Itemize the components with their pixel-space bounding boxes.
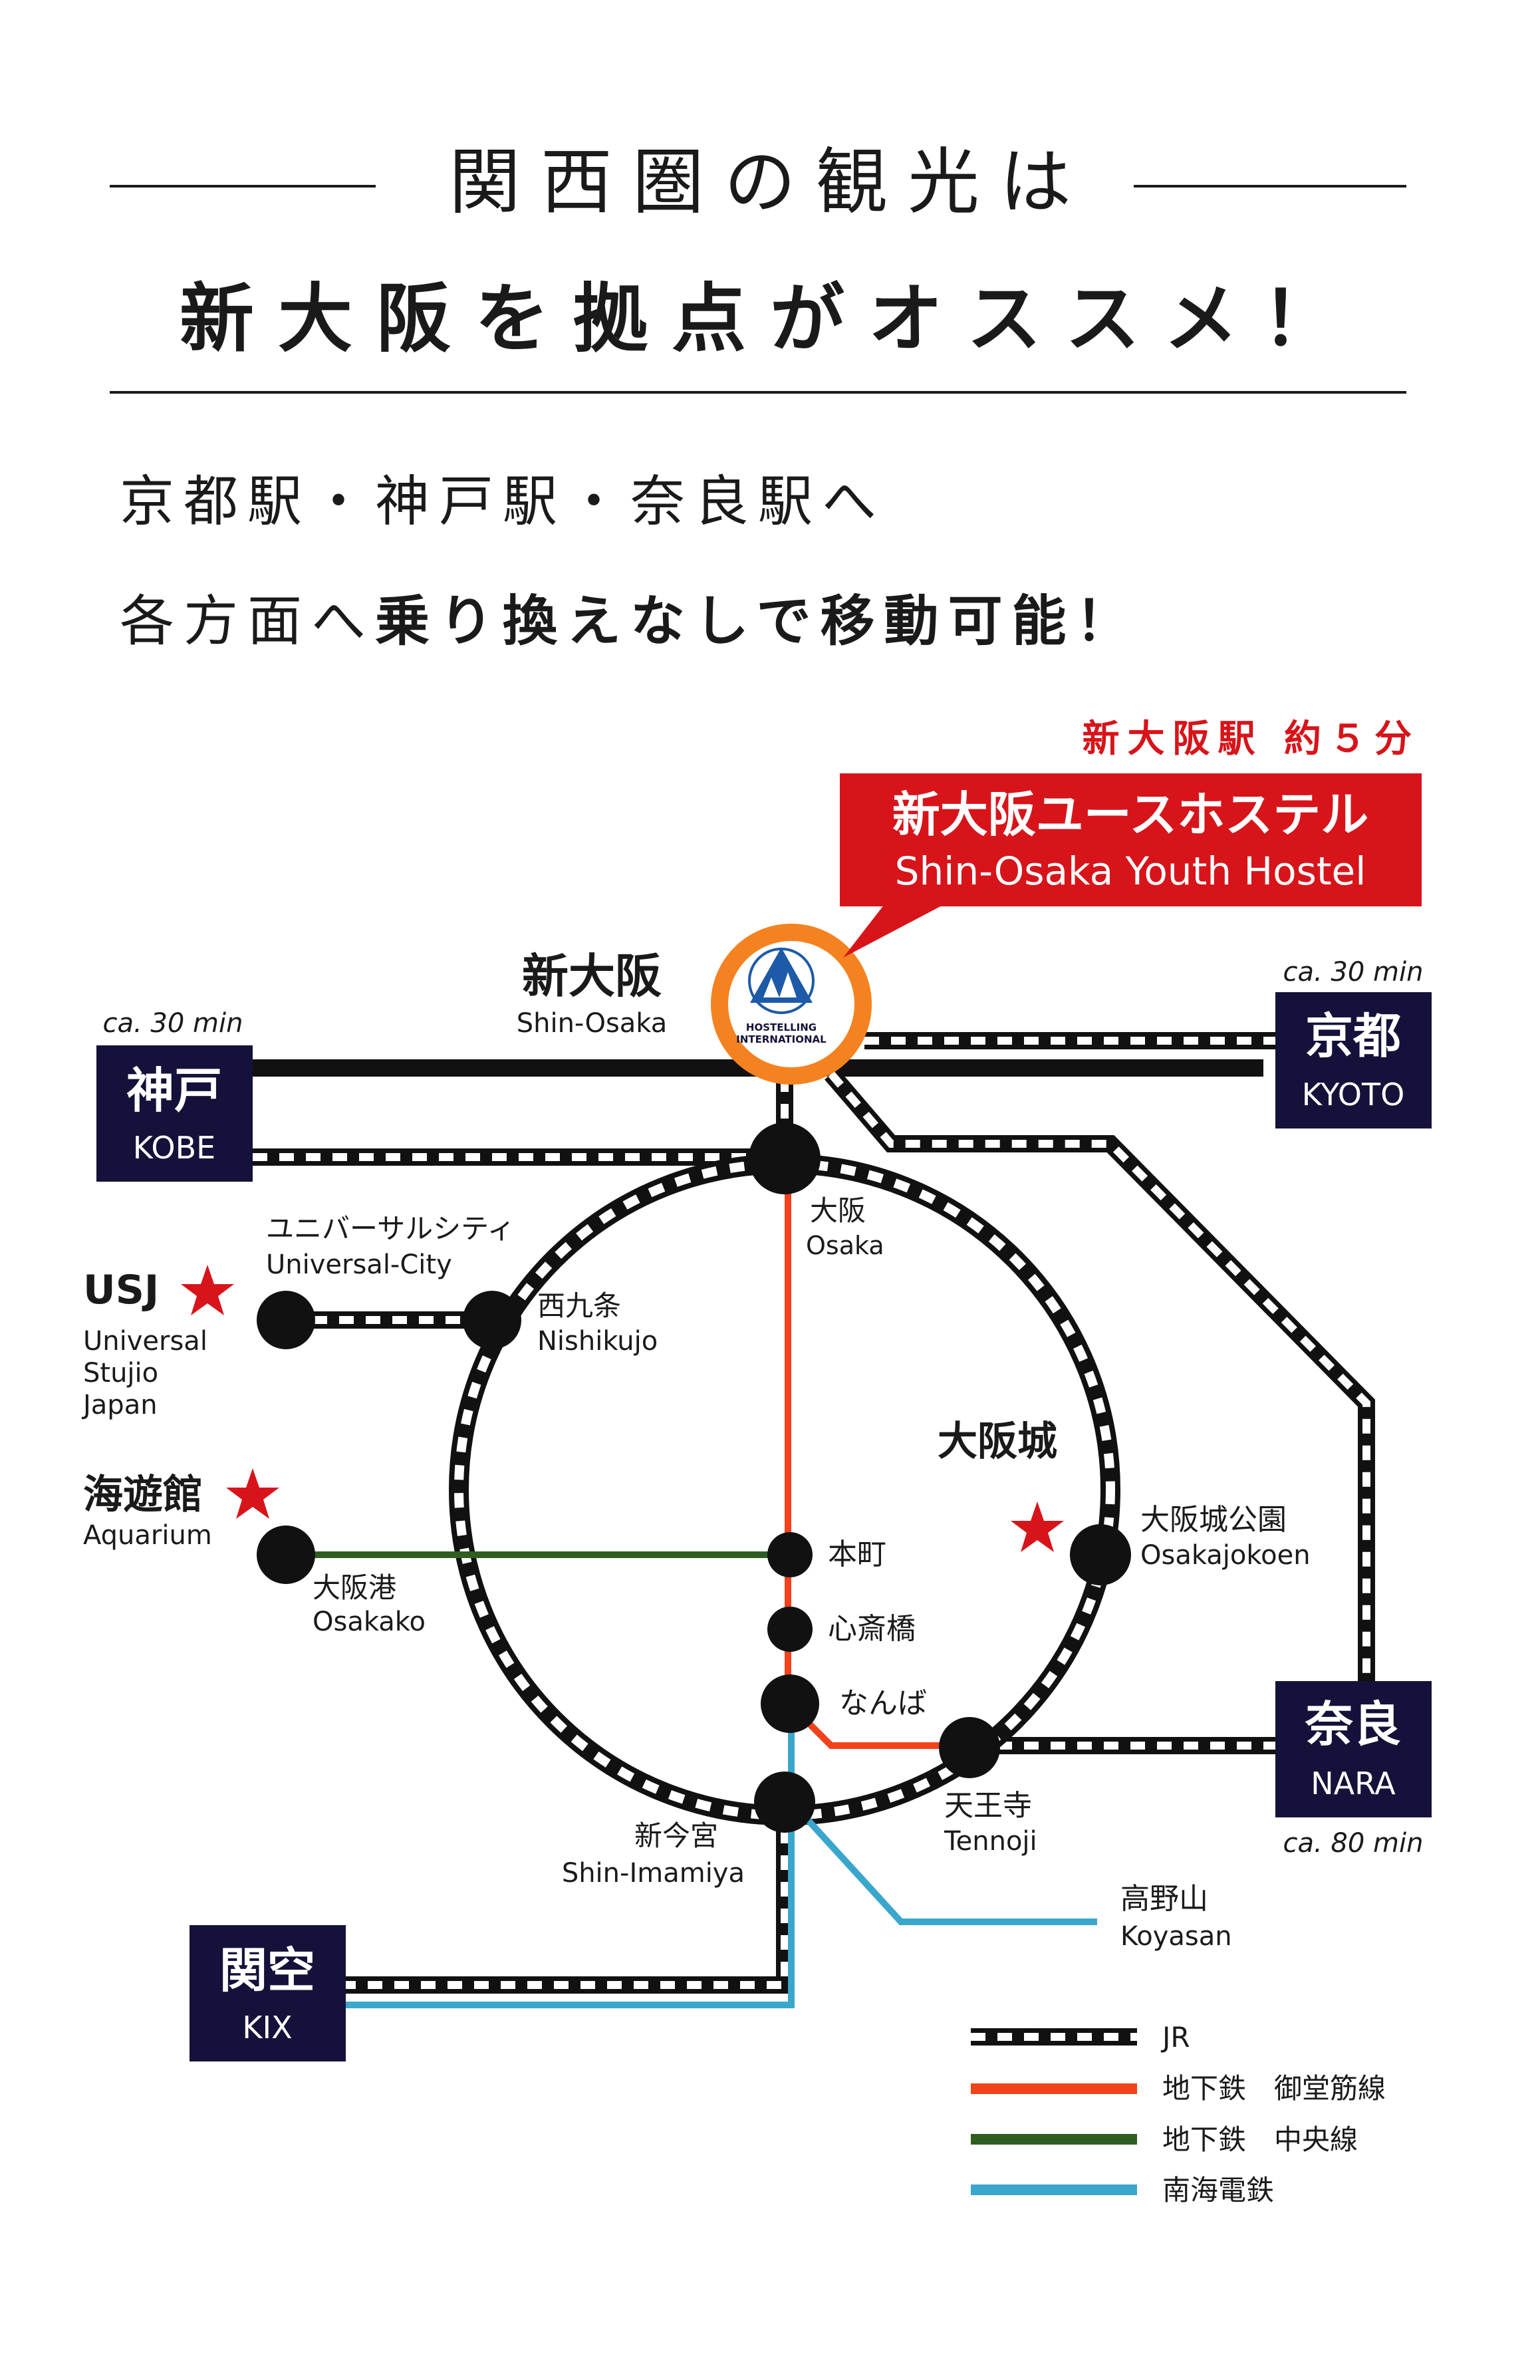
label-koyasan-en: Koyasan [1120, 1921, 1232, 1952]
station-hommachi [767, 1532, 813, 1577]
legend-chuo-label: 地下鉄 中央線 [1162, 2123, 1358, 2156]
station-universal-city [257, 1291, 315, 1349]
legend-midosuji-label: 地下鉄 御堂筋線 [1162, 2072, 1386, 2105]
usj-en1: Universal [83, 1326, 207, 1357]
label-nishikujo-en: Nishikujo [537, 1326, 658, 1357]
label-shin-imamiya-en: Shin-Imamiya [562, 1858, 745, 1889]
city-nara-en: NARA [1311, 1766, 1396, 1801]
header-rule-right [1134, 185, 1406, 188]
callout-pointer [843, 904, 944, 958]
station-shin-imamiya [754, 1772, 815, 1833]
label-universal-city-ja: ユニバーサルシティ [266, 1212, 515, 1245]
city-kobe-ja: 神戸 [126, 1063, 222, 1119]
label-shinsaibashi: 心斎橋 [828, 1612, 916, 1646]
label-osakajokoen-ja: 大阪城公園 [1140, 1503, 1287, 1537]
kyoto-time: ca. 30 min [1283, 957, 1424, 988]
station-namba [761, 1674, 819, 1733]
station-osakako [257, 1525, 315, 1584]
header-rule-bottom [110, 391, 1406, 394]
label-osakako-ja: 大阪港 [313, 1571, 396, 1604]
page-title-line2: 新大阪を拠点がオススメ！ [180, 276, 1360, 362]
callout-box [840, 773, 1422, 906]
label-shin-imamiya-ja: 新今宮 [634, 1819, 718, 1852]
jr-line-nara-dash [828, 1071, 1370, 1689]
label-tennoji-en: Tennoji [944, 1826, 1037, 1857]
hi-logo-text1: HOSTELLING [746, 1021, 817, 1033]
label-osaka-ja: 大阪 [810, 1194, 866, 1227]
city-kix-en: KIX [242, 2010, 292, 2046]
hi-logo-tree-icon [763, 978, 779, 997]
city-box-kyoto [1275, 992, 1432, 1128]
hi-logo-tree2-icon [779, 972, 797, 997]
city-kix-ja: 関空 [219, 1942, 315, 1998]
hi-logo-icon [750, 948, 813, 1003]
city-kyoto-en: KYOTO [1302, 1077, 1405, 1113]
hub-label-ja: 新大阪 [522, 949, 662, 1003]
callout-name-en: Shin-Osaka Youth Hostel [895, 849, 1366, 894]
label-tennoji-ja: 天王寺 [944, 1789, 1032, 1823]
legend-jr-label: JR [1160, 2021, 1190, 2053]
aquarium-star-icon [226, 1468, 279, 1519]
station-tennoji [939, 1717, 1000, 1778]
page-title-line1: 関西圏の観光は [448, 141, 1091, 224]
osaka-castle-star-icon [1011, 1502, 1064, 1552]
attraction-aquarium: 海遊館 [83, 1472, 203, 1518]
hub-label-en: Shin-Osaka [517, 1008, 668, 1039]
city-kobe-en: KOBE [133, 1130, 215, 1166]
aquarium-en: Aquarium [83, 1520, 212, 1551]
subtitle-line2: 各方面へ乗り換えなしで移動可能！ [120, 585, 1140, 658]
label-koyasan-ja: 高野山 [1120, 1882, 1208, 1916]
usj-star-icon [181, 1265, 234, 1315]
subtitle-plain: 各方面へ [120, 590, 376, 653]
label-universal-city-en: Universal-City [266, 1250, 452, 1280]
jr-line-kix [346, 1802, 793, 1994]
nankai-line-koyasan [792, 1803, 1097, 1925]
legend: JR 地下鉄 御堂筋線 地下鉄 中央線 南海電鉄 [971, 2021, 1386, 2206]
attraction-usj: USJ [83, 1267, 159, 1313]
label-osaka-en: Osaka [806, 1231, 884, 1260]
jr-line-kix-dash [346, 1802, 789, 1989]
subtitle-bold: 乗り換えなしで移動可能！ [375, 590, 1140, 653]
nara-time: ca. 80 min [1283, 1828, 1424, 1859]
station-nishikujo [463, 1291, 521, 1349]
station-osaka [749, 1123, 821, 1194]
city-kyoto-ja: 京都 [1305, 1008, 1401, 1064]
subtitle-line1: 京都駅・神戸駅・奈良駅へ [120, 470, 886, 533]
nankai-line-kix [346, 1702, 795, 2008]
station-osakajokoen [1070, 1524, 1131, 1585]
station-shinsaibashi [767, 1607, 813, 1652]
label-osakajokoen-en: Osakajokoen [1140, 1540, 1311, 1571]
hi-logo-text2: INTERNATIONAL [736, 1033, 827, 1045]
usj-en3: Japan [81, 1390, 158, 1420]
callout-time: 新大阪駅 約５分 [1083, 718, 1420, 761]
header-rule-left [110, 185, 376, 188]
usj-en2: Stujio [83, 1358, 158, 1388]
callout-name-ja: 新大阪ユースホステル [892, 787, 1368, 843]
label-hommachi: 本町 [828, 1537, 886, 1571]
city-nara-ja: 奈良 [1305, 1696, 1401, 1752]
label-nishikujo-ja: 西九条 [537, 1289, 621, 1322]
label-osakako-en: Osakako [313, 1607, 426, 1637]
label-namba: なんば [839, 1686, 927, 1720]
city-box-nara [1275, 1681, 1432, 1817]
city-box-kobe [96, 1045, 253, 1182]
city-box-kix [190, 1925, 346, 2061]
legend-nankai-label: 南海電鉄 [1162, 2174, 1274, 2206]
attraction-osaka-castle: 大阪城 [938, 1418, 1057, 1465]
kobe-time: ca. 30 min [103, 1008, 243, 1039]
